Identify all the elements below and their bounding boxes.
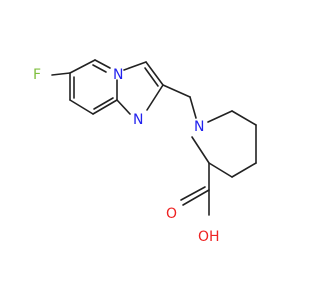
oxygen-atom-label-carbonyl: O	[166, 206, 177, 222]
bond	[123, 61, 147, 71]
bond	[191, 136, 210, 164]
structure-diagram: F N N N O OH	[33, 59, 257, 245]
nitrogen-atom-label-bridgehead: N	[113, 67, 123, 83]
bond	[207, 110, 233, 123]
bond	[231, 110, 257, 126]
bond	[182, 189, 210, 206]
nitrogen-atom-label-piperidine: N	[194, 119, 204, 135]
fluorine-atom-label: F	[33, 67, 41, 83]
bond	[92, 99, 118, 115]
bond	[69, 59, 96, 74]
bond	[208, 162, 233, 178]
bond	[116, 99, 131, 115]
bond-layer	[51, 59, 257, 216]
hydroxyl-atom-label: OH	[198, 229, 220, 245]
bond	[94, 59, 111, 69]
bond	[144, 67, 159, 87]
bond	[92, 64, 107, 73]
bond	[146, 84, 164, 111]
bond	[162, 84, 191, 98]
bond	[69, 99, 94, 115]
bond	[189, 96, 197, 119]
bond	[231, 162, 257, 178]
bond	[51, 72, 71, 76]
nitrogen-atom-label-imidazole: N	[133, 112, 143, 128]
bond	[93, 97, 114, 110]
atom-label-layer: F N N N O OH	[33, 67, 220, 245]
bond	[180, 186, 206, 201]
bond	[145, 61, 164, 86]
